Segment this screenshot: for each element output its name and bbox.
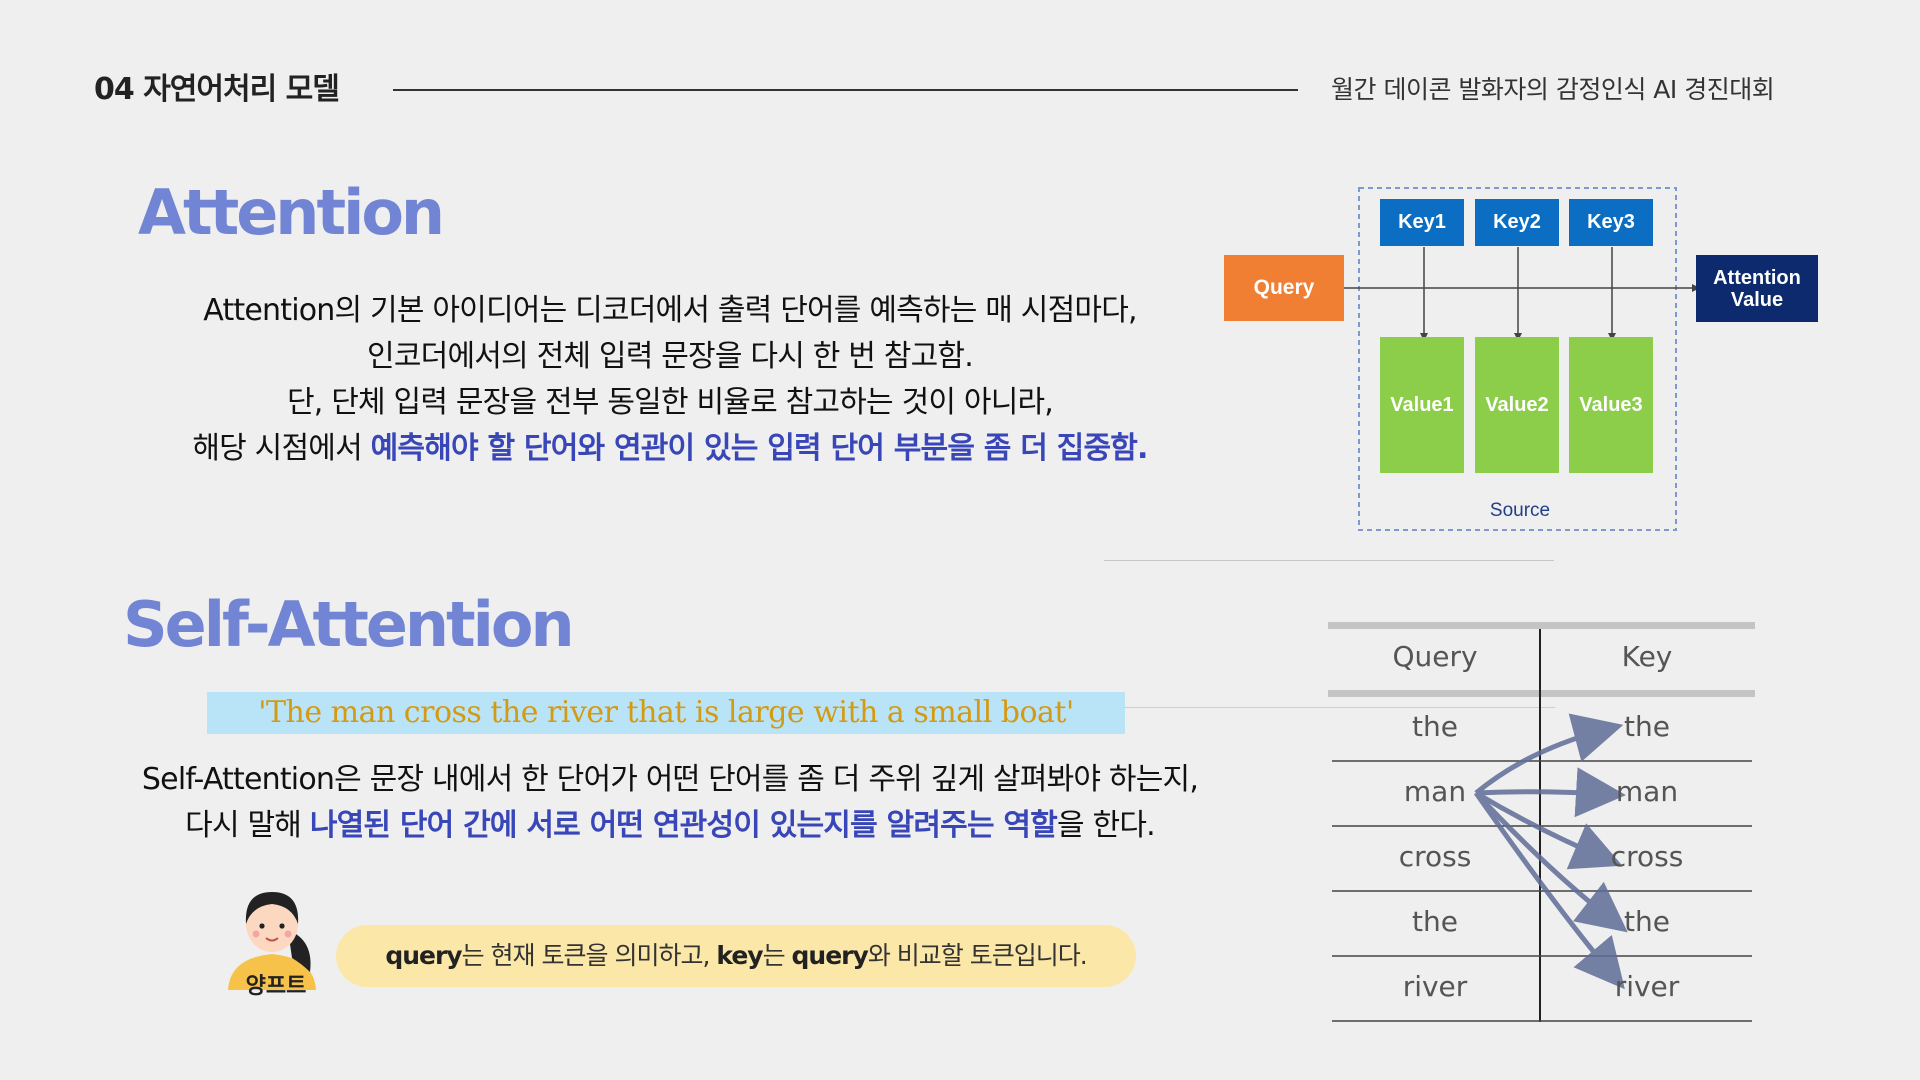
value2-box: Value2	[1475, 337, 1559, 473]
header-subtitle: 월간 데이콘 발화자의 감정인식 AI 경진대회	[1331, 75, 1775, 104]
diagram-lines	[1344, 187, 1700, 531]
section-divider	[1104, 560, 1554, 561]
attention-value-line2: Value	[1730, 288, 1784, 311]
table-header-query: Query	[1392, 640, 1478, 673]
arrow-man-the-2	[1474, 791, 1628, 933]
key-word: man	[1615, 775, 1679, 808]
attention-line-1: Attention의 기본 아이디어는 디코더에서 출력 단어를 예측하는 매 …	[203, 293, 1137, 328]
attention-line-2: 인코더에서의 전체 입력 문장을 다시 한 번 참고함.	[367, 339, 974, 374]
key1-box: Key1	[1380, 199, 1464, 246]
bubble-query-1: query	[385, 941, 462, 970]
query-key-table: Query Key the man cross the river the ma…	[1328, 620, 1758, 1025]
attention-highlight: 예측해야 할 단어와 연관이 있는 입력 단어 부분을 좀 더 집중함.	[370, 431, 1149, 466]
character-name: 양프트	[245, 974, 307, 999]
query-word: man	[1403, 775, 1467, 808]
table-lines	[1328, 622, 1755, 1022]
query-word: the	[1412, 905, 1458, 938]
self-attention-line-1: Self-Attention은 문장 내에서 한 단어가 어떤 단어를 좀 더 …	[141, 762, 1199, 797]
source-label: Source	[1489, 500, 1551, 521]
section-title: 04 자연어처리 모델	[94, 72, 340, 107]
table-top-bar	[1328, 622, 1755, 629]
attention-value-box: Attention Value	[1696, 255, 1818, 322]
bubble-text-3: 와 비교할 토큰입니다.	[867, 941, 1088, 970]
value3-box: Value3	[1569, 337, 1653, 473]
arrow-man-man	[1475, 767, 1626, 818]
self-attention-description: Self-Attention은 문장 내에서 한 단어가 어떤 단어를 좀 더 …	[90, 757, 1250, 849]
attention-description: Attention의 기본 아이디어는 디코더에서 출력 단어를 예측하는 매 …	[120, 288, 1220, 472]
table-header-bar	[1328, 690, 1755, 697]
attention-line-3: 단, 단체 입력 문장을 전부 동일한 비율로 참고하는 것이 아니라,	[286, 385, 1054, 420]
key-word: the	[1624, 710, 1670, 743]
query-word: the	[1412, 710, 1458, 743]
query-word: cross	[1398, 840, 1472, 873]
value1-box: Value1	[1380, 337, 1464, 473]
key-word: cross	[1610, 840, 1684, 873]
bubble-text-1: 는 현재 토큰을 의미하고,	[461, 941, 717, 970]
character-avatar-icon	[228, 892, 316, 990]
query-word: river	[1402, 970, 1468, 1003]
table-header-key: Key	[1621, 640, 1673, 673]
key2-box: Key2	[1475, 199, 1559, 246]
source-dashed-border	[1358, 187, 1677, 531]
arrow-man-river	[1473, 791, 1625, 990]
key-word: the	[1624, 905, 1670, 938]
bubble-key: key	[716, 941, 763, 970]
bubble-query-2: query	[791, 941, 869, 970]
self-attention-line-2-prefix: 다시 말해	[185, 808, 310, 843]
example-sentence: 'The man cross the river that is large w…	[207, 692, 1125, 734]
attention-diagram: Query Key1 Key2 Key3 Value1 Value2 Value…	[1220, 185, 1820, 535]
speech-bubble: query는 현재 토큰을 의미하고, key는 query와 비교할 토큰입니…	[336, 925, 1136, 987]
header-divider	[393, 89, 1298, 91]
attention-arrows	[1473, 713, 1628, 990]
self-attention-line-2-suffix: 을 한다.	[1056, 808, 1156, 843]
key-word: river	[1614, 970, 1680, 1003]
bubble-text-2: 는	[762, 941, 792, 970]
arrow-man-cross	[1474, 790, 1623, 870]
arrow-man-the	[1474, 713, 1624, 795]
attention-line-4: 해당 시점에서 예측해야 할 단어와 연관이 있는 입력 단어 부분을 좀 더 …	[120, 426, 1220, 472]
attention-title: Attention	[138, 176, 445, 249]
query-box: Query	[1224, 255, 1344, 321]
attention-line-4-prefix: 해당 시점에서	[192, 431, 371, 466]
self-attention-title: Self-Attention	[123, 588, 575, 661]
sentence-guide-line	[1125, 707, 1555, 708]
self-attention-highlight: 나열된 단어 간에 서로 어떤 연관성이 있는지를 알려주는 역할	[309, 808, 1058, 843]
attention-value-line1: Attention	[1713, 266, 1801, 289]
self-attention-line-2: 다시 말해 나열된 단어 간에 서로 어떤 연관성이 있는지를 알려주는 역할을…	[90, 803, 1250, 849]
key3-box: Key3	[1569, 199, 1653, 246]
